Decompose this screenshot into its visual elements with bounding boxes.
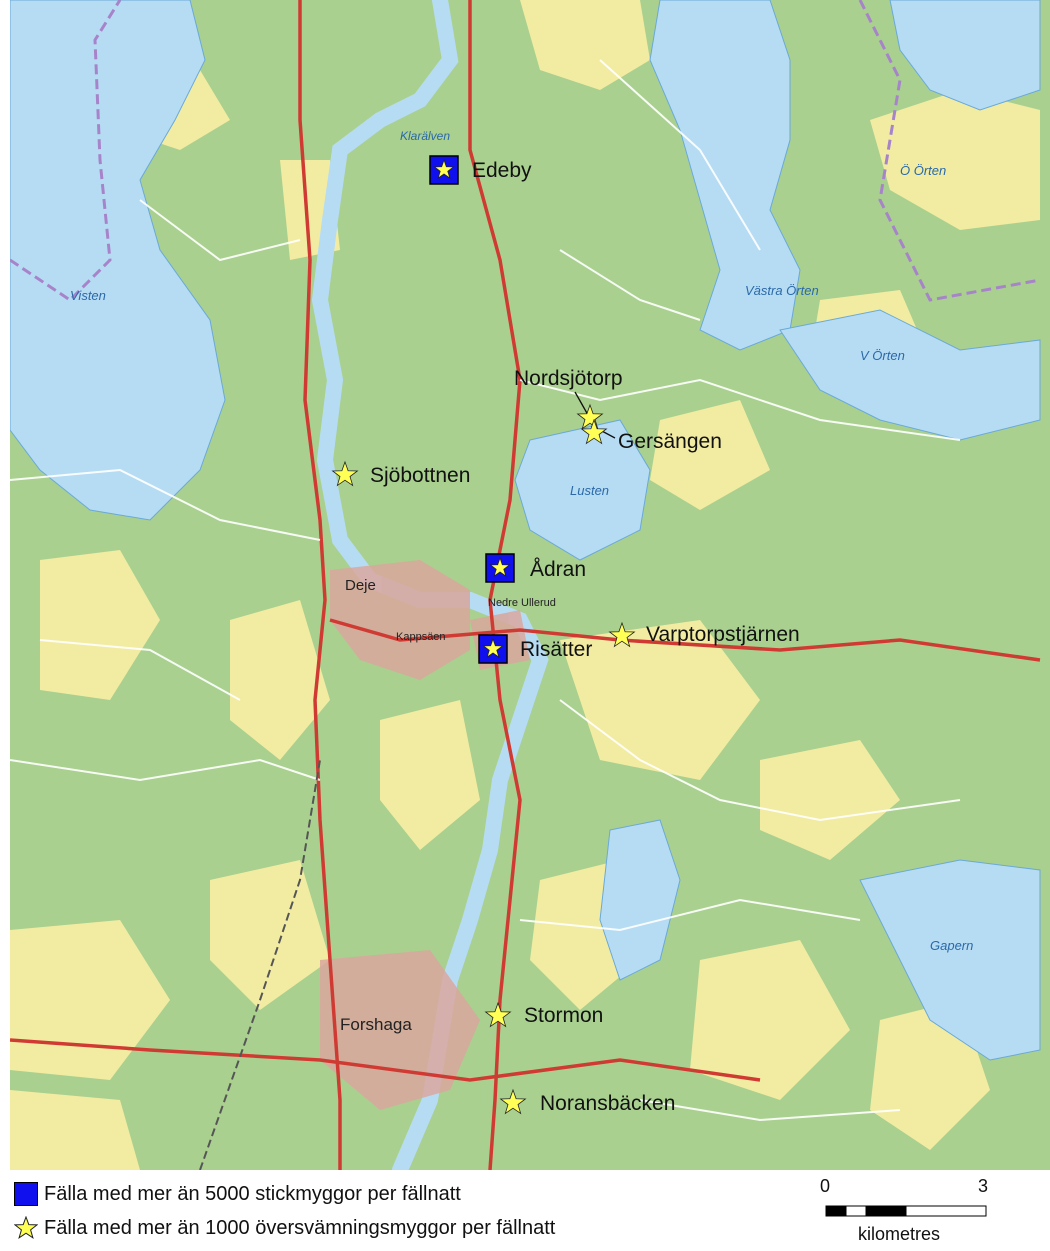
boundaries xyxy=(10,0,1041,302)
marker-label: Stormon xyxy=(524,1004,603,1027)
basemap-label: Nedre Ullerud xyxy=(488,597,556,609)
marker-label: Noransbäcken xyxy=(540,1092,675,1115)
basemap-label: Forshaga xyxy=(340,1015,412,1034)
blue-square-icon xyxy=(14,1182,38,1206)
basemap-label: Visten xyxy=(70,288,106,303)
lake-o-orten xyxy=(889,0,1041,111)
basemap-label: Lusten xyxy=(570,483,609,498)
legend-item-large-trap: Fälla med mer än 5000 stickmyggor per fä… xyxy=(14,1182,461,1206)
scale-bar: 0 3 kilometres xyxy=(820,1176,995,1248)
marker-label: Sjöbottnen xyxy=(370,464,470,487)
minor-roads xyxy=(10,59,961,1122)
lake-v-orten xyxy=(779,309,1041,441)
marker-sjobottnen: Sjöbottnen xyxy=(331,460,470,487)
lake-lusten xyxy=(514,419,651,561)
basemap-label: Ö Örten xyxy=(900,163,946,178)
scale-start-label: 0 xyxy=(820,1176,831,1196)
scale-bar-graphic xyxy=(825,1205,987,1217)
lake-gapern xyxy=(859,859,1041,1061)
yellow-star-icon xyxy=(14,1216,38,1239)
basemap-label: Deje xyxy=(345,577,376,594)
marker-stormon: Stormon xyxy=(484,1001,603,1028)
marker-label: Edeby xyxy=(472,159,532,182)
basemap-labels: Visten Västra Örten Ö Örten V Örten Lust… xyxy=(70,129,973,1034)
marker-label: Ådran xyxy=(530,558,586,581)
marker-nordsjotorp: Nordsjötorp xyxy=(514,367,623,430)
marker-adran: Ådran xyxy=(485,553,586,583)
marker-label: Nordsjötorp xyxy=(514,367,623,390)
basemap-label: Klarälven xyxy=(400,129,450,143)
scale-unit-label: kilometres xyxy=(858,1224,941,1244)
lake-blysjon xyxy=(599,819,681,981)
marker-gersangen: Gersängen xyxy=(580,418,722,453)
legend-large-trap-label: Fälla med mer än 5000 stickmyggor per fä… xyxy=(44,1182,461,1205)
marker-noransbacken: Noransbäcken xyxy=(499,1088,675,1115)
legend-flood-trap-label: Fälla med mer än 1000 översvämningsmyggo… xyxy=(44,1216,556,1239)
urban-areas xyxy=(320,560,530,1110)
deje-town xyxy=(330,560,470,680)
basemap-label: Västra Örten xyxy=(745,283,819,298)
marker-risatter: Risätter xyxy=(478,634,592,664)
scale-end-label: 3 xyxy=(978,1176,989,1196)
trap-markers: Edeby Nordsjötorp Gersängen Sjöbottnen Å… xyxy=(331,155,800,1115)
basemap-label: V Örten xyxy=(860,348,905,363)
water-bodies xyxy=(10,0,1041,1170)
marker-label: Varptorpstjärnen xyxy=(646,623,800,646)
basemap-label: Gapern xyxy=(930,938,973,953)
forshaga-town xyxy=(320,950,480,1110)
lake-vastra-orten xyxy=(649,0,801,351)
legend-item-flood-trap: Fälla med mer än 1000 översvämningsmyggo… xyxy=(14,1216,555,1240)
marker-edeby: Edeby xyxy=(429,155,532,185)
forest-area xyxy=(10,0,1050,1170)
marker-label: Gersängen xyxy=(618,430,722,453)
marker-varptorpstjarnen: Varptorpstjärnen xyxy=(608,621,800,648)
basemap-label: Kappsäen xyxy=(396,631,446,643)
marker-label: Risätter xyxy=(520,638,592,661)
railway xyxy=(199,759,321,1170)
topographic-map: Visten Västra Örten Ö Örten V Örten Lust… xyxy=(10,0,1050,1170)
